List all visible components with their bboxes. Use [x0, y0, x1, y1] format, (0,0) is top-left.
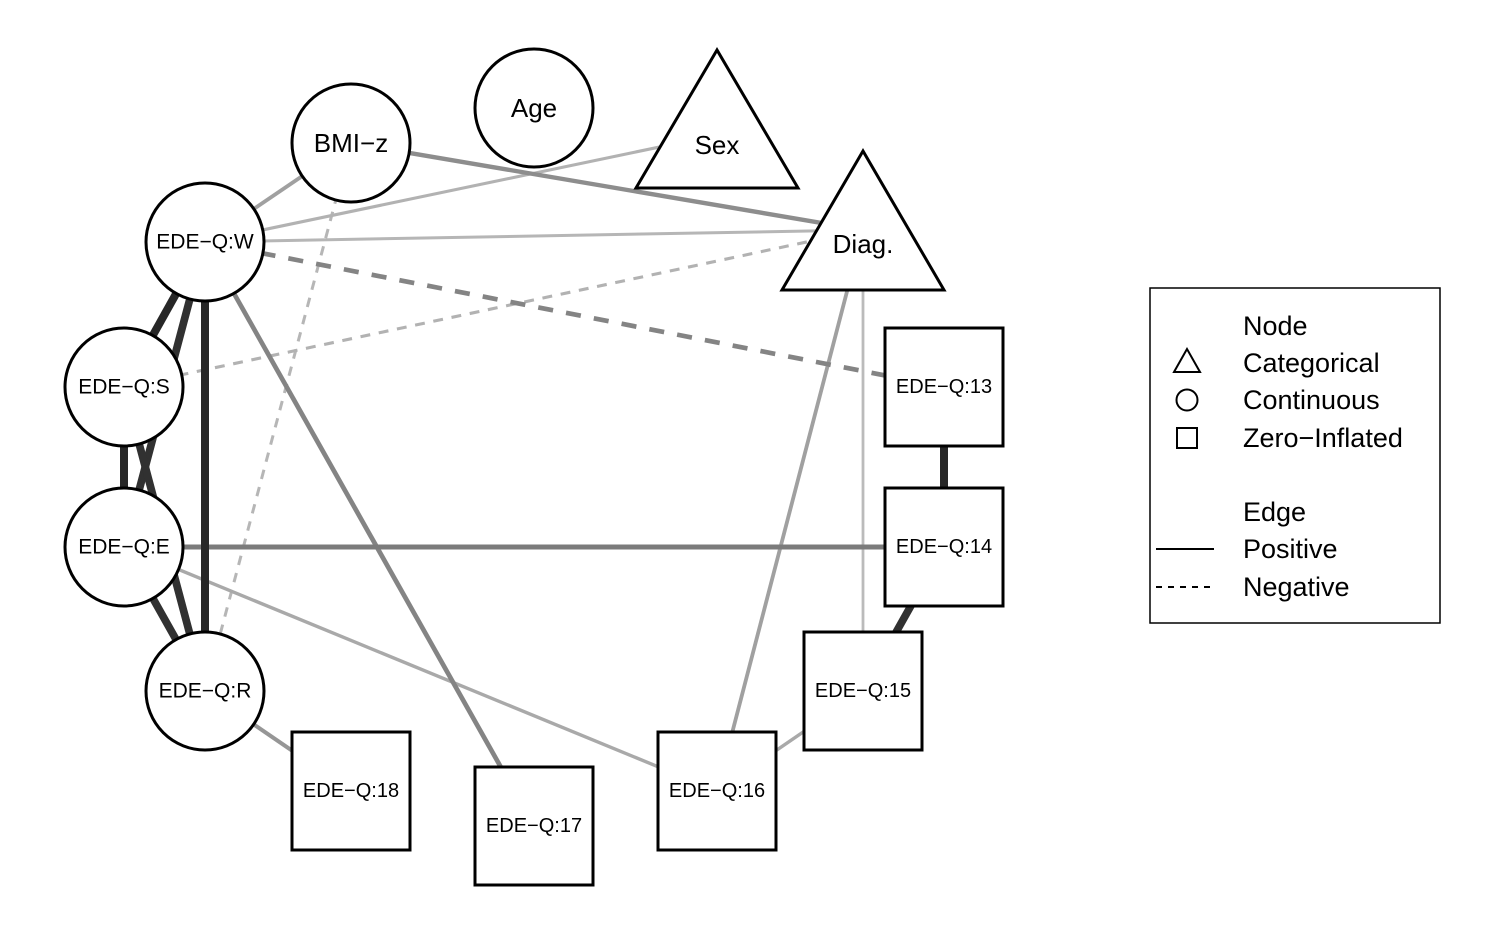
node-edeq_r: EDE−Q:R [144, 630, 266, 752]
edge-edeq_w-edeq_17 [202, 240, 537, 828]
triangle-icon [1172, 346, 1202, 373]
node-edeq_14: EDE−Q:14 [883, 486, 1005, 608]
node-edeq_15: EDE−Q:15 [802, 630, 924, 752]
square-icon [1176, 427, 1198, 449]
node-square [656, 730, 778, 852]
node-square [883, 486, 1005, 608]
node-circle [63, 326, 185, 448]
node-edeq_17: EDE−Q:17 [473, 765, 595, 887]
node-circle [144, 181, 266, 303]
legend-node-continuous: Continuous [1243, 385, 1380, 415]
legend-node-categorical: Categorical [1243, 348, 1380, 378]
node-label: Diag. [833, 229, 894, 259]
node-edeq_18: EDE−Q:18 [290, 730, 412, 852]
edge-edeq_w-diag [204, 228, 864, 244]
node-sex: Sex [633, 47, 801, 190]
node-bmiz: BMI−z [290, 82, 412, 204]
node-edeq_16: EDE−Q:16 [656, 730, 778, 852]
node-square [802, 630, 924, 752]
node-label: EDE−Q:W [156, 231, 254, 254]
node-edeq_13: EDE−Q:13 [883, 326, 1005, 448]
edge-diag-edeq_16 [715, 229, 865, 792]
node-label: Age [511, 93, 557, 123]
legend: Node Categorical Continuous Zero−Inflate… [1149, 287, 1441, 624]
edge-bmiz-diag [350, 140, 864, 233]
node-triangle [779, 148, 947, 292]
node-circle [290, 82, 412, 204]
node-circle [473, 47, 595, 169]
node-label: EDE−Q:18 [303, 780, 399, 802]
node-label: BMI−z [314, 128, 388, 158]
node-edeq_w: EDE−Q:W [144, 181, 266, 303]
node-square [883, 326, 1005, 448]
edge-edeq_e-edeq_16 [123, 545, 718, 793]
node-circle [144, 630, 266, 752]
legend-node-zero-inflated: Zero−Inflated [1243, 423, 1403, 453]
node-age: Age [473, 47, 595, 169]
node-diag: Diag. [779, 148, 947, 292]
node-label: EDE−Q:15 [815, 680, 911, 702]
legend-node-title: Node [1243, 311, 1308, 341]
legend-box [1149, 287, 1441, 624]
node-label: EDE−Q:R [159, 680, 252, 703]
node-label: EDE−Q:13 [896, 376, 992, 398]
legend-edge-title: Edge [1243, 497, 1306, 527]
node-circle [63, 486, 185, 608]
node-label: EDE−Q:14 [896, 536, 992, 558]
node-edeq_s: EDE−Q:S [63, 326, 185, 448]
node-label: EDE−Q:16 [669, 780, 765, 802]
node-label: Sex [695, 130, 740, 160]
node-square [473, 765, 595, 887]
node-triangle [633, 47, 801, 190]
node-label: EDE−Q:E [78, 536, 170, 559]
legend-edge-negative: Negative [1243, 572, 1350, 602]
node-label: EDE−Q:17 [486, 815, 582, 837]
circle-icon [1175, 388, 1199, 412]
edge-edeq_w-edeq_13 [204, 239, 945, 390]
edge-edeq_s-diag [123, 228, 864, 389]
node-square [290, 730, 412, 852]
legend-edge-positive: Positive [1243, 534, 1338, 564]
node-edeq_e: EDE−Q:E [63, 486, 185, 608]
edge-bmiz-edeq_r [203, 142, 353, 692]
node-label: EDE−Q:S [78, 376, 170, 399]
edge-edeq_w-sex [204, 133, 718, 244]
